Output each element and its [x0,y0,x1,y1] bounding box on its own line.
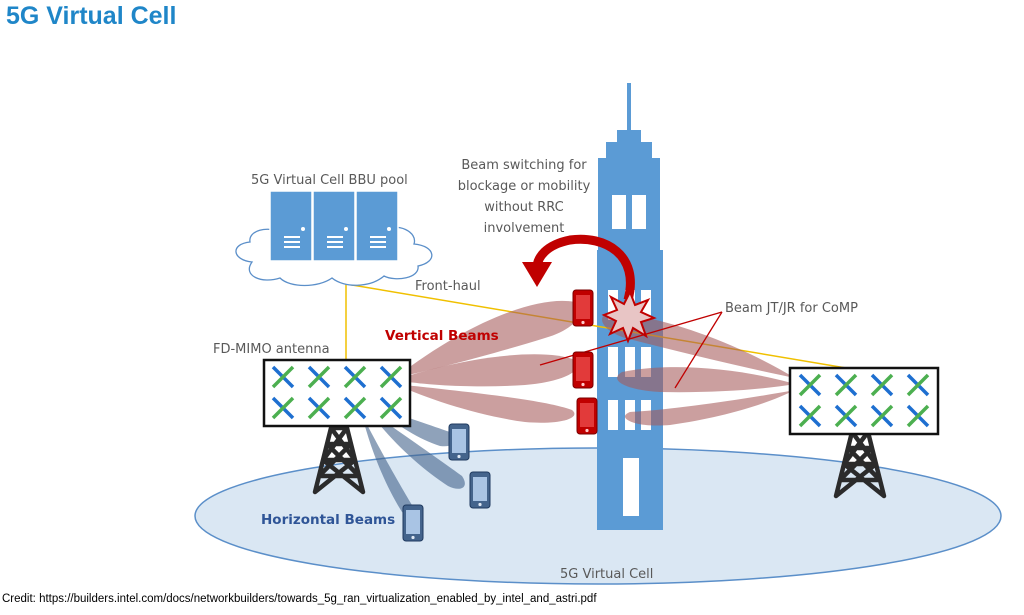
phone-red-icon [572,289,594,327]
beam-switching-label-line2: blockage or mobility [458,179,591,194]
front-haul-label: Front-haul [415,279,481,294]
beam-jt-pointer-1 [539,311,723,366]
right-antenna-beams [602,312,795,426]
beam-switching-label-line4: involvement [484,221,565,236]
beam-switching-label-line3: without RRC [484,200,564,215]
beam-jt-label: Beam JT/JR for CoMP [725,301,858,316]
phone-blue-icon [448,423,470,461]
blockage-burst-icon [601,289,657,344]
beam-switching-label-line1: Beam switching for [461,158,587,173]
vertical-beams [395,300,581,423]
fd-mimo-label: FD-MIMO antenna [213,342,330,357]
fd-mimo-antenna-right [788,366,940,436]
page-title: 5G Virtual Cell [6,2,177,30]
virtual-cell-label: 5G Virtual Cell [560,567,653,582]
phone-blue-icon [469,471,491,509]
beam-jt-pointer-2 [674,311,723,389]
bbu-pool-label: 5G Virtual Cell BBU pool [251,173,408,188]
beam-switching-arrow [522,234,635,302]
phone-red-icon [576,397,598,435]
front-haul-link-right [345,283,859,371]
bbu-pool-cloud [235,190,433,287]
fd-mimo-antenna-left [262,358,412,428]
phone-blue-icon [402,504,424,542]
horizontal-beams-label: Horizontal Beams [261,512,395,528]
vertical-beams-label: Vertical Beams [385,328,499,344]
phone-red-icon [572,351,594,389]
credit-text: Credit: https://builders.intel.com/docs/… [2,593,597,605]
